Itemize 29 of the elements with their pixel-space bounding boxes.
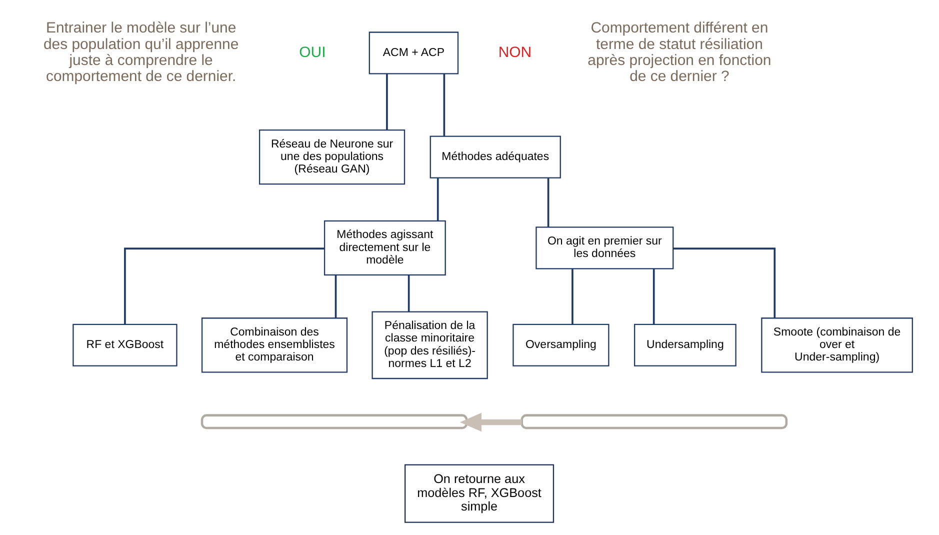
connector [443,74,446,136]
connector [386,74,388,130]
node-box: Méthodes agissant directement sur le modèle [324,220,446,276]
connector [436,178,439,221]
connector [334,275,337,318]
node-box: RF et XGBoost [72,324,178,366]
connector [673,248,776,318]
connector [652,269,655,324]
connector [124,248,324,324]
node-box: Oversampling [512,324,610,366]
node-bracket [200,414,468,430]
label: OUI [299,44,326,61]
node-box: Combinaison des méthodes ensemblistes et comparaison [201,318,348,373]
node-box: On retourne aux modèles RF, XGBoost simple [404,464,554,523]
label: NON [498,44,532,61]
connector [547,178,550,227]
node-box: Méthodes adéquates [430,136,561,178]
label: Entrainer le modèle sur l’une des population qu’il apprenne juste à comprendre le comportement de ce dernier. [43,20,239,86]
node-box: ACM + ACP [368,32,459,74]
connector [572,269,574,324]
node-box: On agit en premier sur les données [536,226,674,270]
node-box: Réseau de Neurone sur une des populations (Réseau GAN) [258,129,406,185]
arrow [460,412,522,432]
node-box: Pénalisation de la classe minoritaire (pop des résiliés)- normes L1 et L2 [372,311,488,380]
node-bracket [520,414,788,430]
connector [408,275,410,312]
node-box: Smoote (combinaison de over et Under-sampling) [761,318,913,373]
node-box: Undersampling [634,324,736,366]
label: Comportement différent en terme de statut résiliation après projection en fonction de ce dernier ? [588,20,772,86]
